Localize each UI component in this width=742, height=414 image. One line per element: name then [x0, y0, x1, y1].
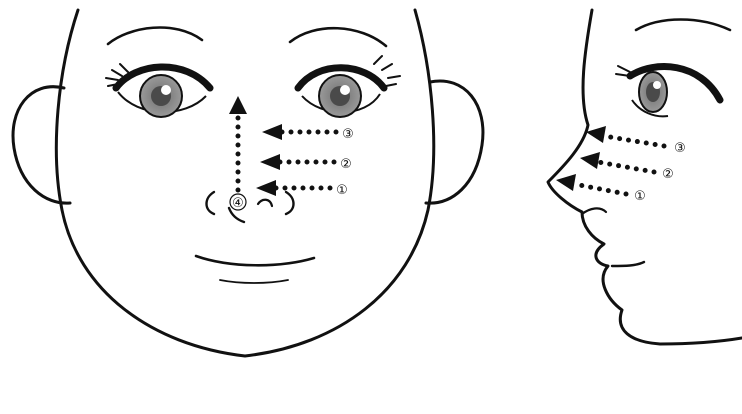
side-arrow-3: [586, 126, 664, 146]
left-eyebrow: [108, 28, 202, 44]
left-eye: [106, 64, 210, 117]
right-eyebrow: [290, 28, 386, 46]
front-arrow-2: [260, 154, 334, 170]
side-label-2: ②: [662, 167, 674, 182]
side-face: [548, 10, 742, 344]
front-label-3: ③: [342, 127, 354, 142]
front-arrow-1: [256, 180, 330, 196]
side-arrow-2: [580, 152, 654, 172]
front-arrow-3: [262, 124, 336, 140]
front-label-4: ④: [232, 196, 244, 211]
side-profile: [548, 10, 742, 344]
right-eye: [298, 56, 400, 117]
front-label-1: ①: [336, 183, 348, 198]
left-ear: [13, 87, 70, 203]
side-label-3: ③: [674, 141, 686, 156]
mouth: [196, 256, 314, 283]
front-face: [13, 10, 483, 356]
side-eye: [616, 66, 720, 116]
nose: [207, 192, 294, 222]
front-arrow-4: [229, 96, 247, 210]
side-mouth: [612, 262, 644, 266]
side-arrow-1: [556, 174, 626, 194]
front-label-2: ②: [340, 157, 352, 172]
side-eyebrow: [636, 20, 730, 31]
side-label-1: ①: [634, 189, 646, 204]
side-nostril: [582, 208, 606, 214]
